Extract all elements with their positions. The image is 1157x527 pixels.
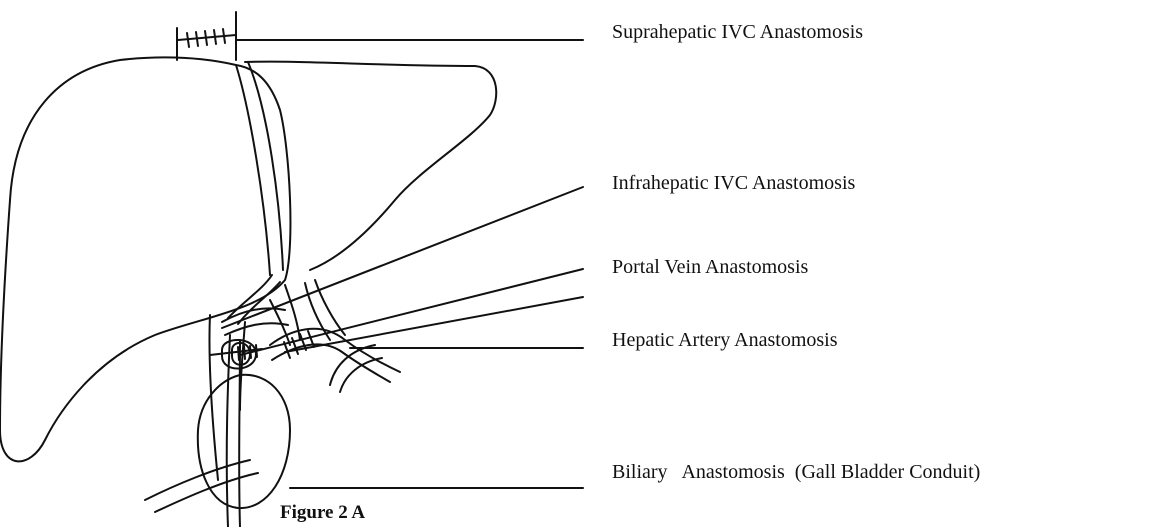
label-infrahepatic-ivc-anastomosis: Infrahepatic IVC Anastomosis — [612, 171, 855, 195]
leader-line-portal — [240, 269, 583, 355]
leader-lines — [222, 40, 583, 488]
portal-vein — [222, 308, 288, 335]
figure-caption: Figure 2 A — [280, 502, 365, 524]
portal-vein-anastomosis-ring — [210, 340, 262, 369]
retrohepatic-ivc — [236, 62, 283, 275]
leader-line-hepatic — [285, 297, 583, 352]
label-biliary-anastomosis: Biliary Anastomosis (Gall Bladder Condui… — [612, 460, 980, 484]
label-suprahepatic-ivc-anastomosis: Suprahepatic IVC Anastomosis — [612, 20, 863, 44]
label-hepatic-artery-anastomosis: Hepatic Artery Anastomosis — [612, 328, 838, 352]
liver-left-lobe — [245, 62, 496, 270]
label-portal-vein-anastomosis: Portal Vein Anastomosis — [612, 255, 808, 279]
liver-right-lobe — [0, 58, 290, 462]
hepatic-artery — [270, 329, 400, 392]
